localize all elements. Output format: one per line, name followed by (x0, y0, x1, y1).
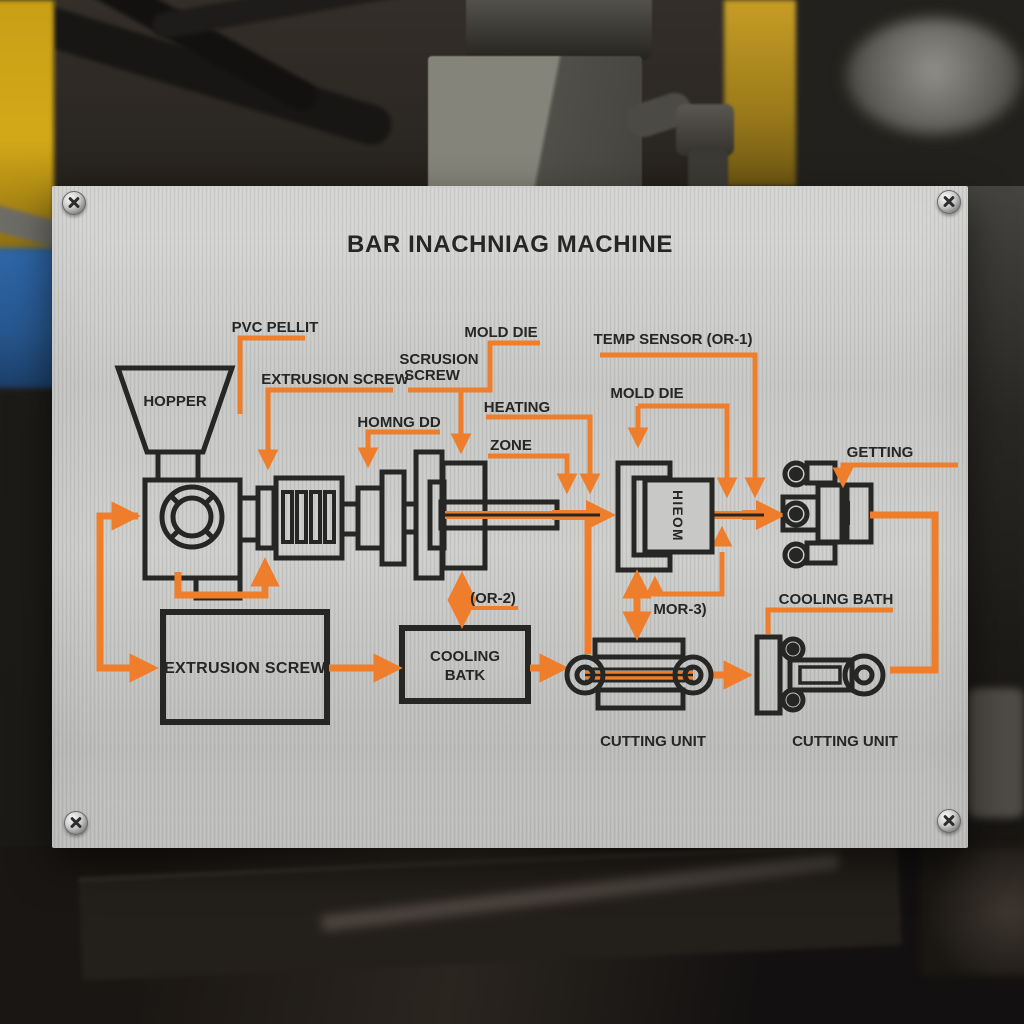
label-scrusion-1: SCRUSION (399, 351, 478, 368)
pvc-pellet-leader (237, 335, 305, 414)
label-mold-die-right: MOLD DIE (610, 385, 683, 402)
steel-block (428, 56, 642, 192)
flow-arrows (96, 335, 958, 690)
mold-die-right-leader (638, 403, 738, 499)
recirc-arrow (174, 557, 280, 599)
label-extrusion-screw: EXTRUSION SCREW (261, 371, 409, 388)
screw-icon (937, 809, 961, 833)
label-cooling-batk-2: BATK (445, 667, 486, 684)
getting-leader (832, 462, 958, 489)
label-temp-sensor: TEMP SENSOR (OR-1) (594, 331, 753, 348)
label-cooling-batk-1: COOLING (430, 648, 500, 665)
temp-sensor-leader (600, 352, 766, 499)
yellow-column (724, 0, 796, 186)
label-cutting-unit-left: CUTTING UNIT (600, 733, 706, 750)
blurred-cylinder (846, 18, 1022, 134)
screw-icon (937, 190, 961, 214)
label-extrusion-screw-box: EXTRUSION SCREW (164, 660, 326, 677)
extrusion-screw-leader (257, 387, 393, 471)
label-pvc-pellet: PVC PELLIT (232, 319, 319, 336)
extrusion-machine-diagram: BAR INACHNIAG MACHINE PVC PELLIT HOPPER … (96, 231, 958, 750)
cutting-unit-right-frame (754, 634, 855, 716)
mold-die-top-leader (461, 340, 540, 393)
blue-machine-part (0, 248, 56, 388)
plate-title: BAR INACHNIAG MACHINE (347, 231, 673, 258)
die-box (642, 477, 715, 555)
diagram-labels: BAR INACHNIAG MACHINE PVC PELLIT HOPPER … (143, 231, 913, 750)
steel-cylinder (466, 0, 652, 60)
cutting-unit-left-rollers (564, 654, 714, 696)
screw-barrel-icon (255, 469, 419, 567)
label-or2: (OR-2) (470, 590, 516, 607)
homng-leader (357, 429, 440, 469)
haul-off-rollers-icon (782, 460, 810, 569)
blurred-cylinder (968, 688, 1024, 818)
diagram-plate: BAR INACHNIAG MACHINE PVC PELLIT HOPPER … (52, 186, 968, 848)
hopper-icon (114, 365, 236, 483)
label-zone: ZONE (490, 437, 532, 454)
extrusion-screw-box (160, 609, 330, 725)
machinery-backdrop-top (0, 0, 1024, 196)
label-heating: HEATING (484, 399, 550, 416)
label-getting: GETTING (847, 444, 914, 461)
zone-leader (488, 453, 578, 495)
label-cutting-unit-right: CUTTING UNIT (792, 733, 898, 750)
return-line (870, 511, 939, 674)
cutting-unit-right-rollers (780, 636, 886, 713)
hex-nut (676, 104, 734, 156)
machinery-backdrop-bottom (0, 842, 1024, 1024)
label-mold-die-top: MOLD DIE (464, 324, 537, 341)
screw-icon (62, 191, 86, 215)
label-die-vertical: HIEOM (670, 490, 685, 542)
heating-leader (486, 414, 601, 495)
label-mor3: MOR-3) (653, 601, 706, 618)
scrusion-leader (408, 387, 472, 455)
machine-joint (920, 846, 1024, 976)
screw-icon (64, 811, 88, 835)
label-scrusion-2: SCREW (404, 367, 461, 384)
label-cooling-bath: COOLING BATH (779, 591, 894, 608)
extruder-body-icon (142, 477, 261, 601)
cooling-bath-leader (765, 607, 893, 634)
mor3-leader (663, 552, 725, 597)
roller-icons (564, 460, 886, 713)
label-homng-dd: HOMNG DD (357, 414, 440, 431)
label-hopper: HOPPER (143, 393, 207, 410)
